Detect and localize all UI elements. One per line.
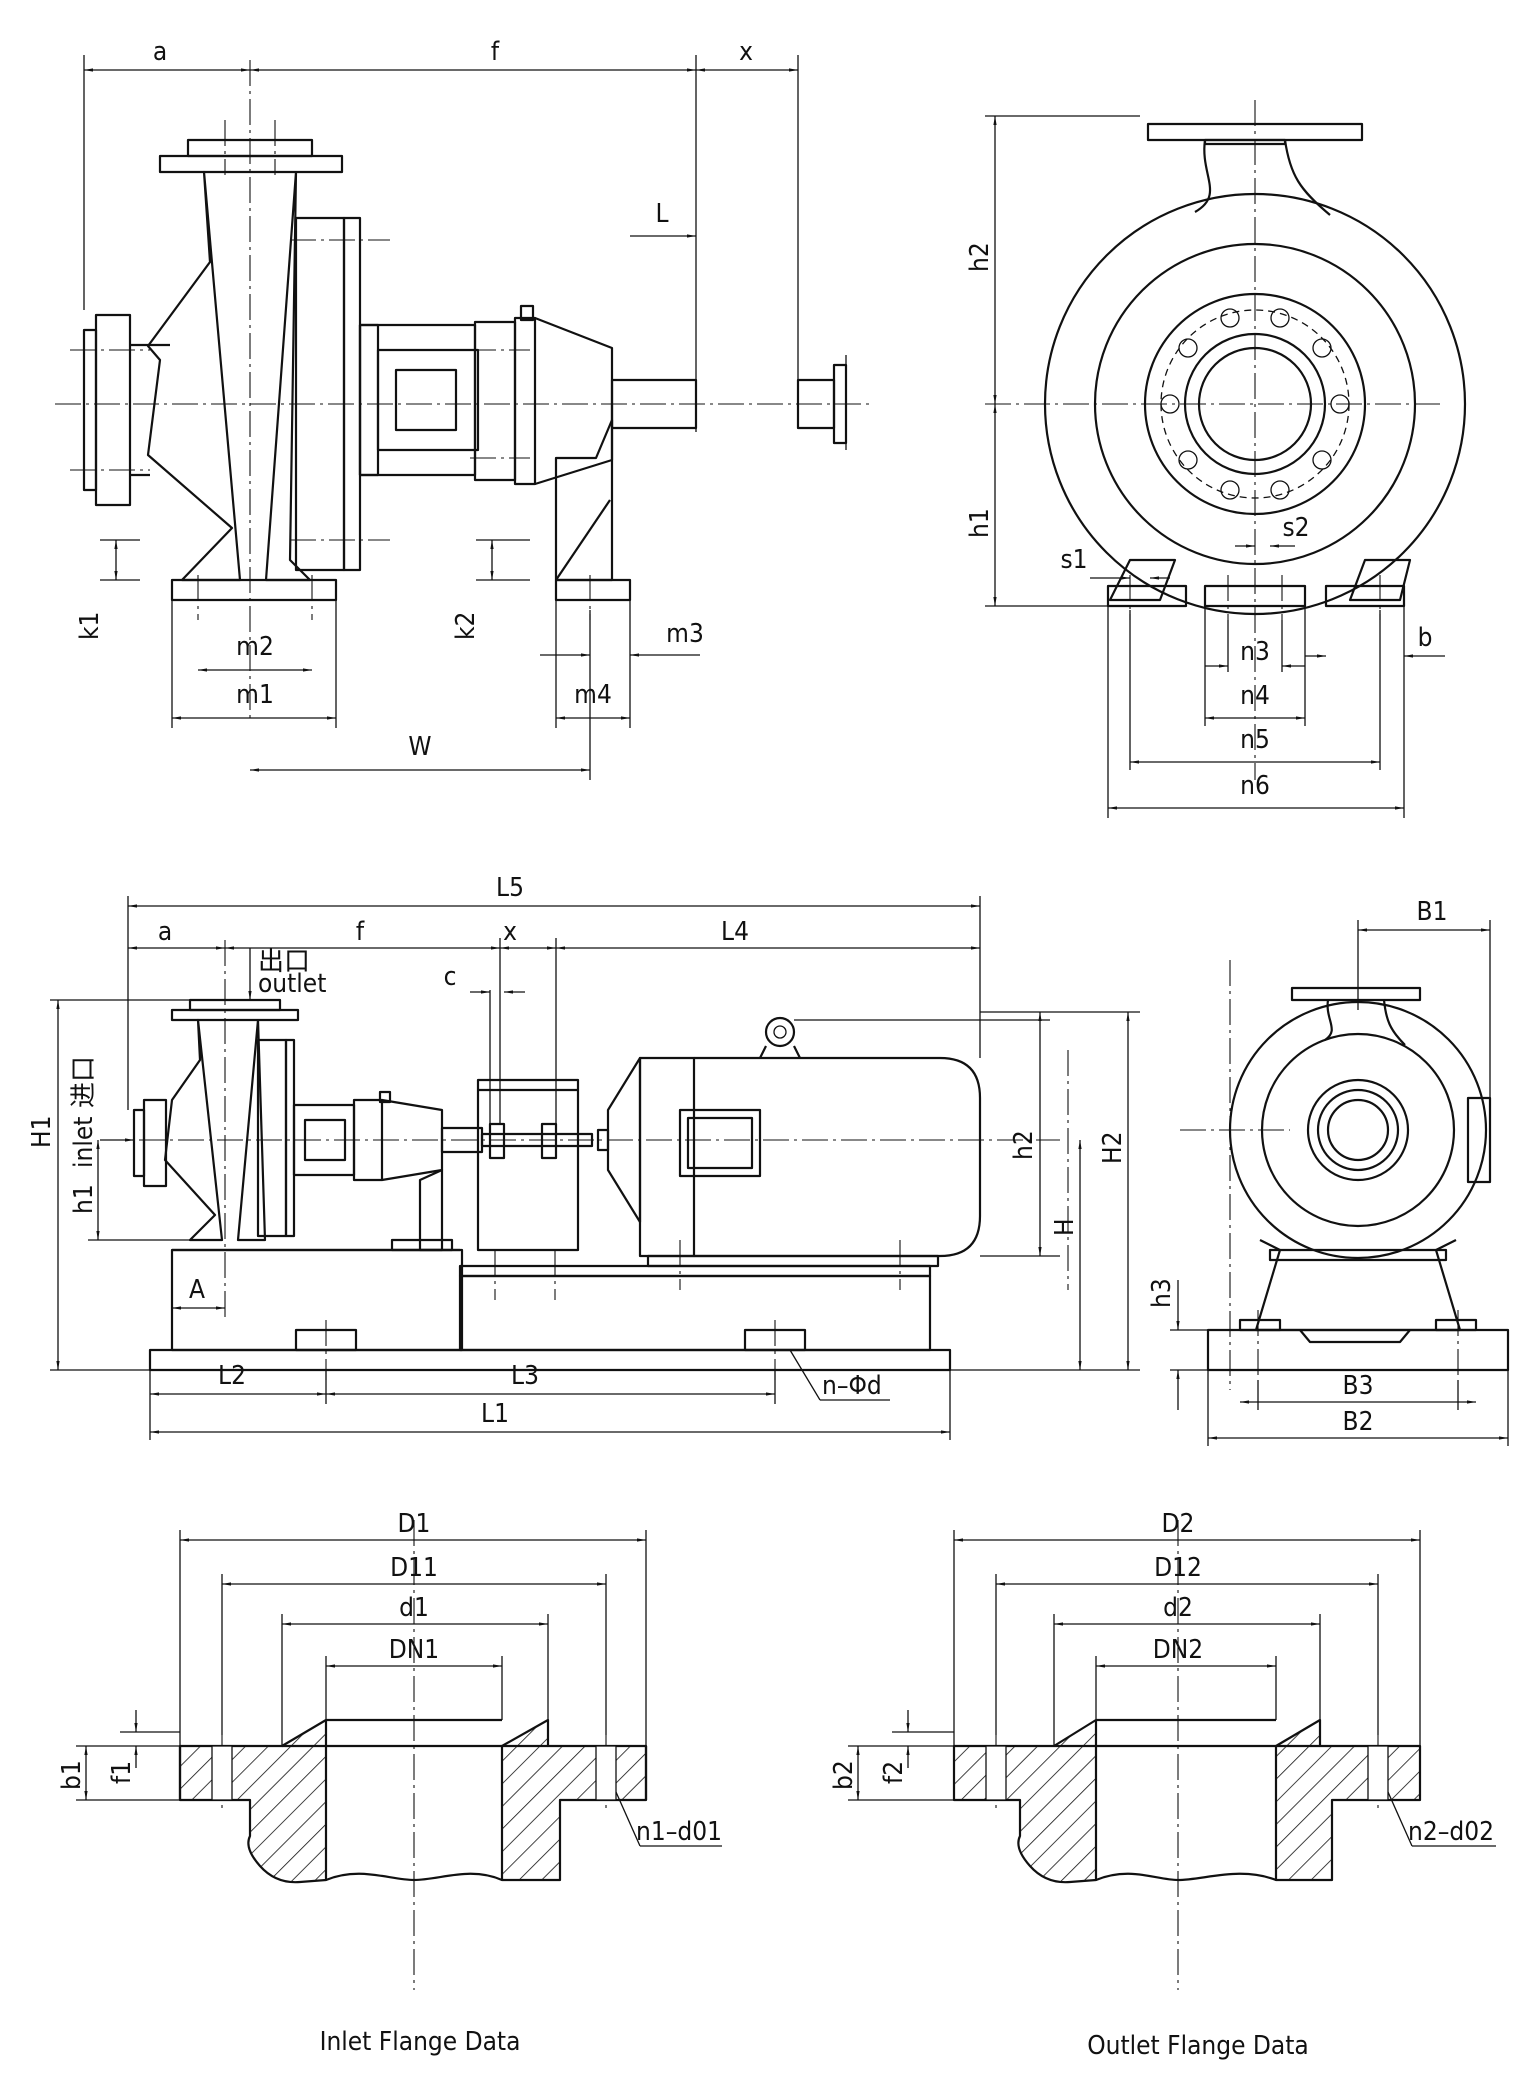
dim-n5: n5 [1240, 725, 1270, 755]
dim-s1: s1 [1060, 545, 1087, 575]
dim-D11: D11 [390, 1553, 438, 1583]
outlet-flange-section: D2 D12 d2 DN2 b2 f2 n2–d02 Outlet Flange… [829, 1509, 1496, 2061]
dim-b1: b1 [57, 1760, 87, 1790]
dim-assembly-h2: h2 [1009, 1130, 1039, 1160]
dim-n4: n4 [1240, 681, 1270, 711]
dim-front-h1: h1 [965, 508, 995, 538]
dim-B1: B1 [1417, 897, 1448, 927]
dim-k2: k2 [451, 612, 481, 640]
dim-d1: d1 [399, 1593, 429, 1623]
dim-n-phi-d: n–Φd [822, 1371, 882, 1401]
dim-D1: D1 [398, 1509, 431, 1539]
pump-side-view: a f x L k1 k2 m2 m1 m3 m4 W [55, 37, 870, 780]
dim-d2: d2 [1163, 1593, 1193, 1623]
pump-unit-assembly-view: 出口 outlet 进口 inlet L5 a f x L4 c H1 h1 [27, 873, 1140, 1440]
dim-L3: L3 [511, 1361, 539, 1391]
outlet-label-cn: 出口 [258, 947, 310, 977]
dim-b: b [1418, 623, 1433, 653]
dim-L: L [655, 199, 668, 229]
dim-W: W [408, 732, 431, 762]
dim-n1-d01: n1–d01 [636, 1817, 722, 1847]
dim-DN1: DN1 [389, 1635, 439, 1665]
dim-assembly-x: x [503, 917, 517, 947]
dim-k1: k1 [75, 612, 105, 640]
dim-m4: m4 [574, 680, 612, 710]
dim-a: a [153, 37, 167, 67]
dim-H: H [1050, 1218, 1080, 1236]
dim-assembly-f: f [356, 917, 365, 947]
dim-H1: H1 [27, 1116, 57, 1148]
dim-f: f [491, 37, 500, 67]
dim-L5: L5 [496, 873, 524, 903]
outlet-flange-caption: Outlet Flange Data [1087, 2031, 1309, 2061]
dim-x: x [739, 37, 753, 67]
dim-f1: f1 [107, 1761, 137, 1784]
dim-A: A [189, 1275, 205, 1305]
inlet-label-en: inlet [69, 1117, 99, 1168]
dim-L1: L1 [481, 1399, 509, 1429]
dim-m3: m3 [666, 619, 704, 649]
inlet-flange-caption: Inlet Flange Data [320, 2027, 521, 2057]
dim-f2: f2 [879, 1761, 909, 1784]
dim-assembly-a: a [158, 917, 172, 947]
dim-L4: L4 [721, 917, 749, 947]
dim-H2: H2 [1098, 1132, 1128, 1164]
dim-c: c [444, 962, 457, 992]
dim-B2: B2 [1343, 1407, 1374, 1437]
dim-b2: b2 [829, 1760, 859, 1790]
dim-DN2: DN2 [1153, 1635, 1203, 1665]
dim-B3: B3 [1343, 1371, 1374, 1401]
dim-D12: D12 [1154, 1553, 1202, 1583]
dim-front-h2: h2 [965, 242, 995, 272]
dim-assembly-h1: h1 [69, 1184, 99, 1214]
dim-m1: m1 [236, 680, 274, 710]
dim-n2-d02: n2–d02 [1408, 1817, 1494, 1847]
dim-h3: h3 [1147, 1278, 1177, 1308]
outlet-label-en: outlet [258, 969, 326, 999]
inlet-label-cn: 进口 [69, 1056, 99, 1108]
pump-front-view: h2 h1 s1 s2 n3 b n4 n5 n6 [965, 100, 1467, 818]
dim-n6: n6 [1240, 771, 1270, 801]
dim-L2: L2 [218, 1361, 246, 1391]
dim-m2: m2 [236, 632, 274, 662]
inlet-flange-section: D1 D11 d1 DN1 b1 f1 n1–d01 Inlet Flange … [57, 1509, 722, 2057]
dim-s2: s2 [1282, 513, 1309, 543]
pump-unit-end-view: B1 h3 B3 B2 [1147, 897, 1510, 1446]
dim-D2: D2 [1162, 1509, 1195, 1539]
dim-n3: n3 [1240, 637, 1270, 667]
